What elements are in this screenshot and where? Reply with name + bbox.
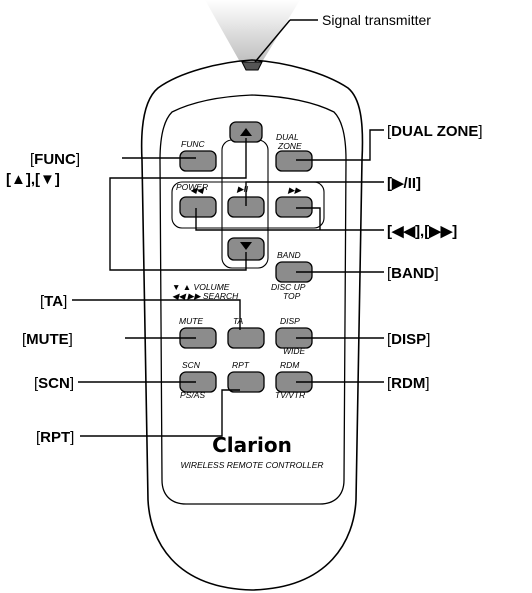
ta-text: TA: [233, 316, 244, 326]
power-text: POWER: [176, 182, 208, 192]
svg-text:[RPT]: [RPT]: [36, 429, 74, 446]
signal-transmitter-label: Signal transmitter: [322, 12, 431, 28]
svg-text:[DUAL ZONE]: [DUAL ZONE]: [387, 123, 483, 140]
rewind-button[interactable]: [179, 196, 217, 218]
brand-subtitle: WIRELESS REMOTE CONTROLLER: [180, 460, 323, 470]
rpt-text: RPT: [232, 360, 250, 370]
ta-leader: [72, 299, 241, 330]
callout-rew-ff: [◀◀],[▶▶]: [387, 223, 457, 240]
disp-text: DISP: [280, 316, 300, 326]
callout-disp: [DISP]: [387, 331, 430, 348]
svg-text:[DISP]: [DISP]: [387, 331, 430, 348]
func-text: FUNC: [181, 139, 205, 149]
rew-ff-leader-2: [296, 207, 321, 230]
rew-ff-leader: [195, 208, 384, 231]
func-button[interactable]: [179, 150, 217, 172]
zone-text: ZONE: [277, 141, 302, 151]
transmitter-tip: [241, 61, 263, 71]
callout-play-pause: [▶/II]: [387, 175, 421, 192]
scn-text: SCN: [182, 360, 201, 370]
up-down-leader: [125, 138, 247, 179]
callout-band: [BAND]: [387, 265, 439, 282]
rew-text: ◀◀: [190, 185, 205, 195]
callout-scn: [SCN]: [34, 375, 74, 392]
callout-rdm: [RDM]: [387, 375, 430, 392]
dual-zone-button[interactable]: [275, 150, 313, 172]
svg-text:[SCN]: [SCN]: [34, 375, 74, 392]
down-arrow-icon: [240, 242, 252, 250]
callout-rpt: [RPT]: [36, 429, 74, 446]
signal-beam: [205, 0, 300, 62]
signal-leader: [254, 19, 291, 63]
tvvtr-text: TV/VTR: [275, 390, 305, 400]
svg-text:[MUTE]: [MUTE]: [22, 331, 73, 348]
mute-text: MUTE: [179, 316, 203, 326]
band-text: BAND: [277, 250, 301, 260]
callout-dual-zone: [DUAL ZONE]: [387, 123, 483, 140]
disc-up-text: DISC UP: [271, 282, 306, 292]
psas-text: PS/AS: [180, 390, 205, 400]
svg-text:[TA]: [TA]: [40, 293, 67, 310]
rdm-text: RDM: [280, 360, 300, 370]
rpt-button[interactable]: [227, 371, 265, 393]
play-pause-leader: [245, 181, 384, 206]
volume-text: ▼ ▲ VOLUME: [172, 282, 230, 292]
ta-button[interactable]: [227, 327, 265, 349]
top-text: TOP: [283, 291, 301, 301]
wide-text: WIDE: [283, 346, 306, 356]
up-arrow-icon: [240, 128, 252, 136]
svg-text:[BAND]: [BAND]: [387, 265, 439, 282]
dual-zone-leader: [296, 129, 384, 161]
dual-text: DUAL: [276, 132, 299, 142]
callout-up-down: [▲],[▼]: [6, 171, 60, 188]
remote-outer-body: [140, 59, 364, 591]
up-down-leader-2: [109, 177, 247, 271]
rpt-leader: [80, 389, 240, 437]
svg-text:[RDM]: [RDM]: [387, 375, 430, 392]
ff-text: ▶▶: [287, 185, 303, 195]
callout-func: [FUNC]: [30, 151, 80, 168]
callout-ta: [TA]: [40, 293, 67, 310]
callout-mute: [MUTE]: [22, 331, 73, 348]
fast-forward-button[interactable]: [275, 196, 313, 218]
brand-logo: Clarion: [212, 433, 292, 457]
svg-text:[FUNC]: [FUNC]: [30, 151, 80, 168]
play-text: ▶II: [236, 184, 249, 194]
search-text: ◀◀ ▶▶ SEARCH: [172, 291, 239, 301]
